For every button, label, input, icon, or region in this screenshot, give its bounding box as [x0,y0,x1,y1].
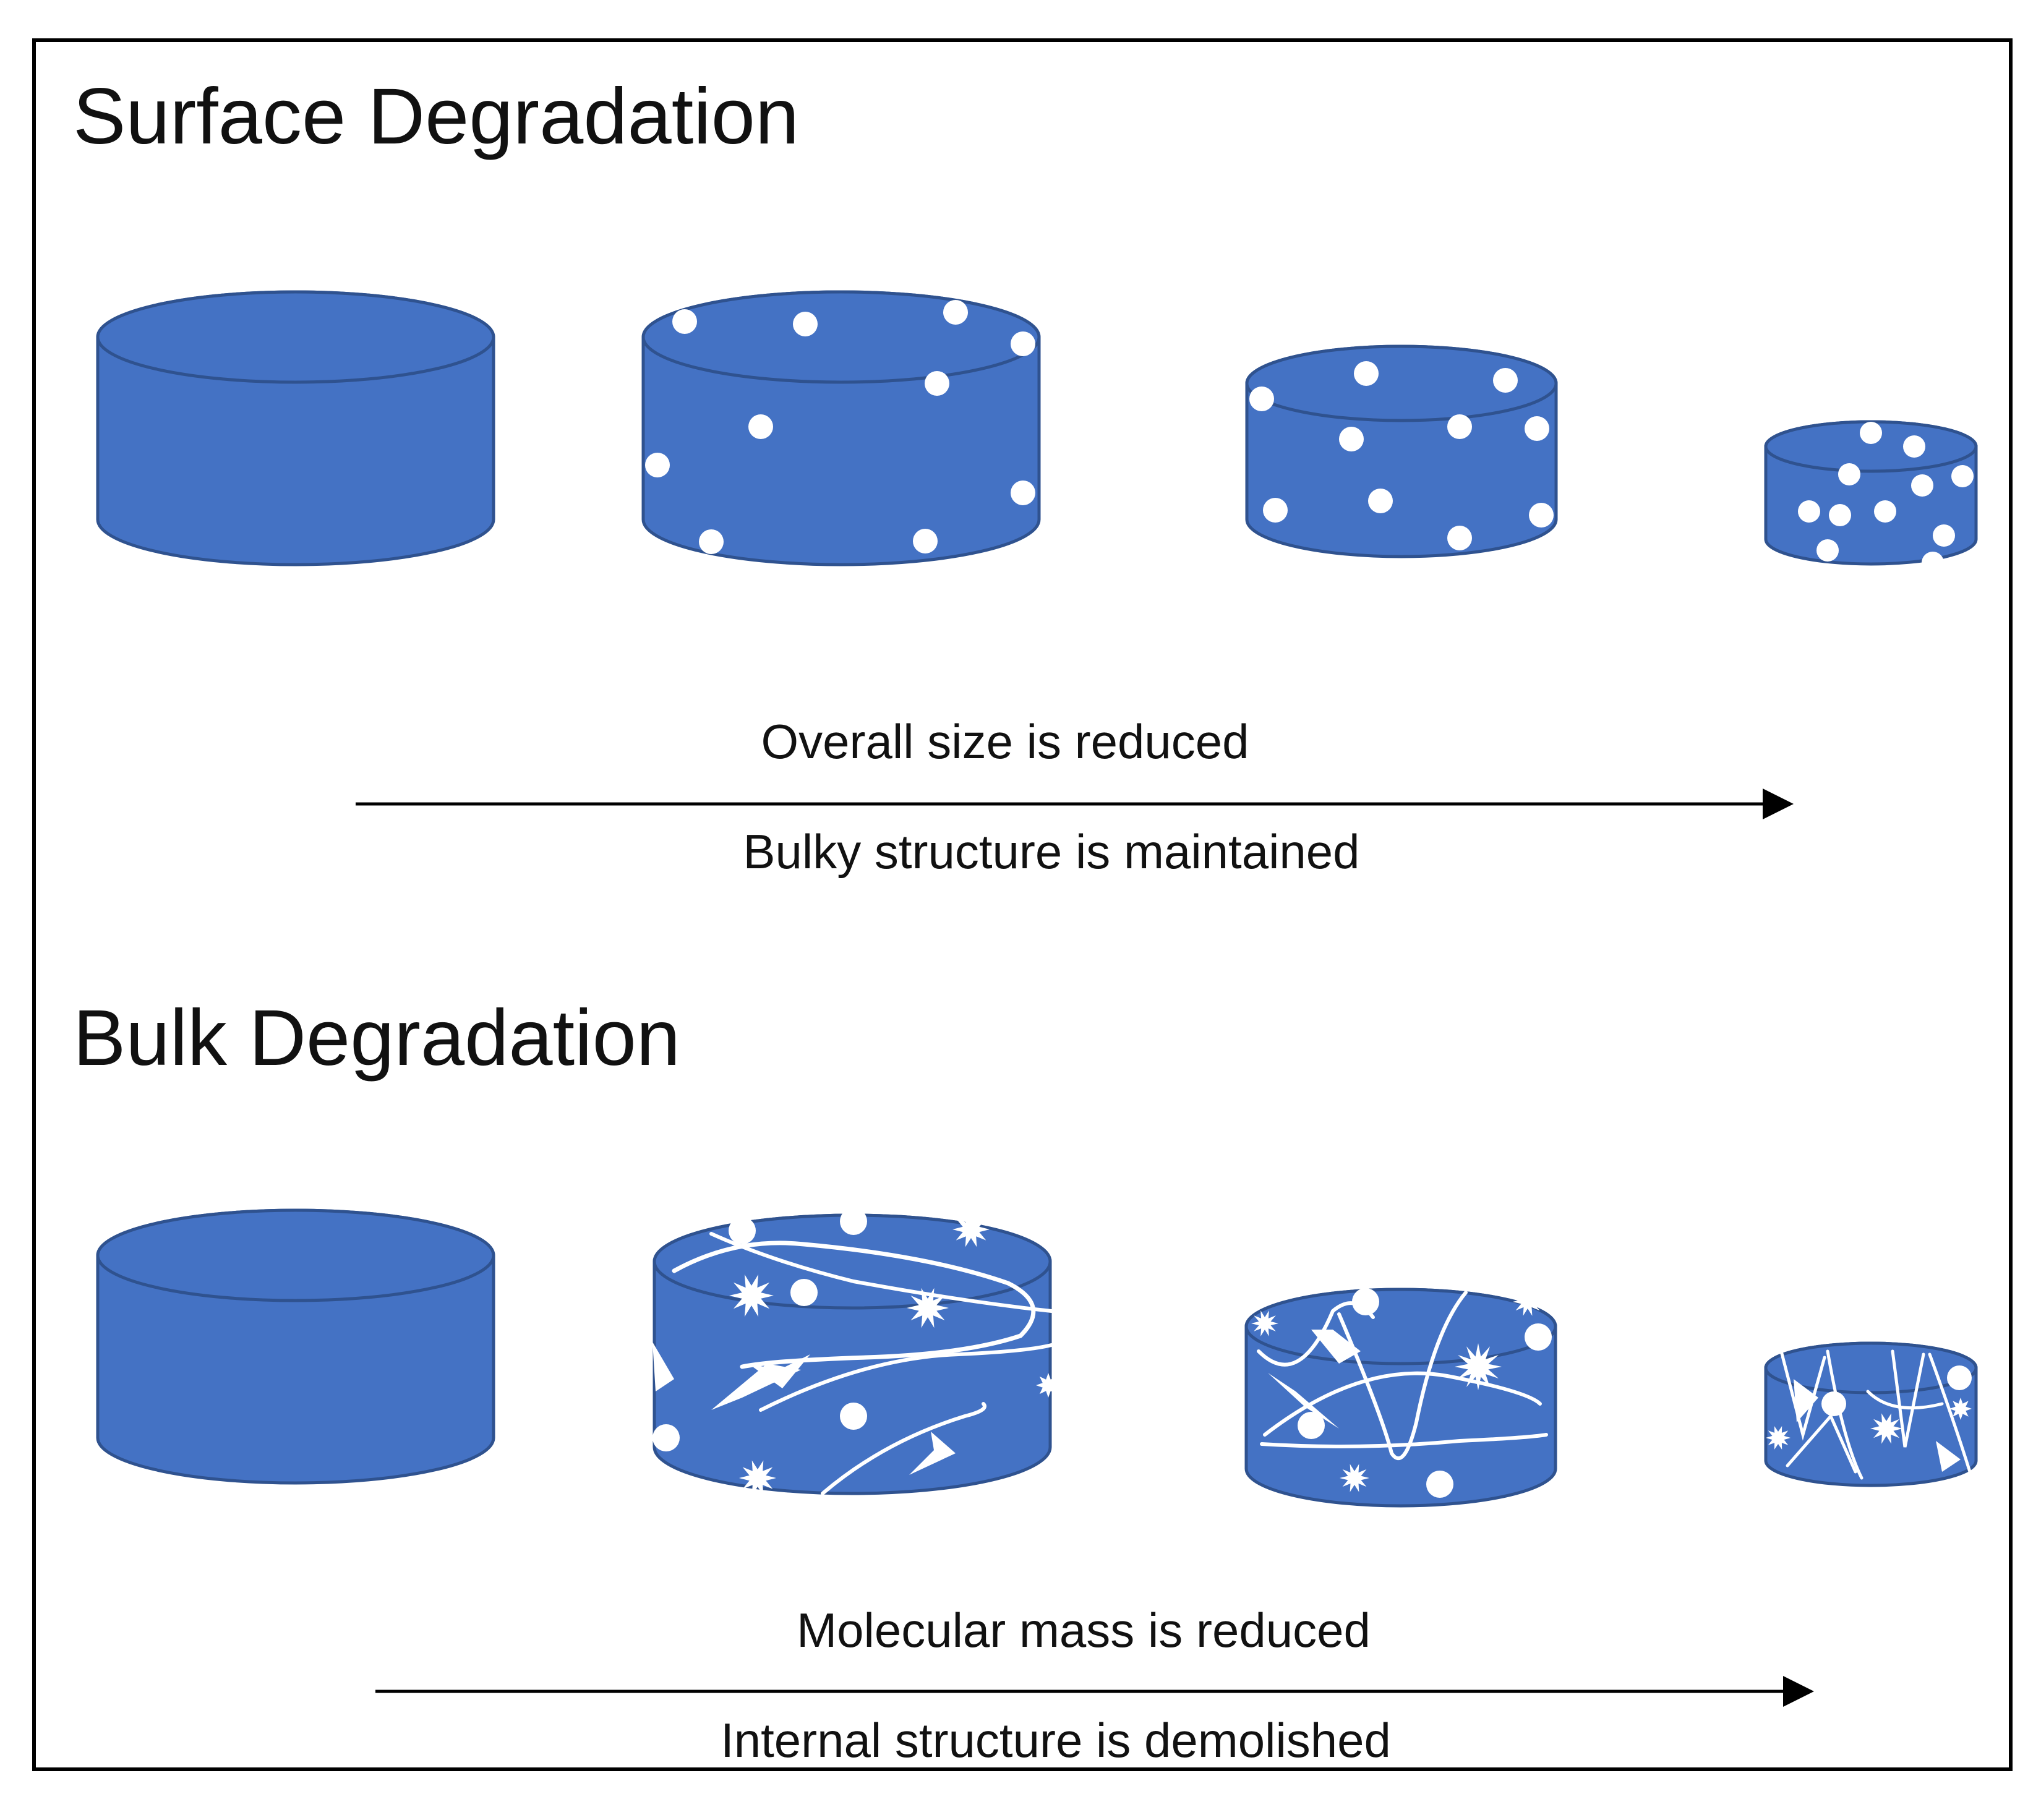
pore-dot [699,529,724,554]
fracture-burst [1949,1398,1972,1420]
pore-dot [1249,387,1274,411]
pore-dot [1447,526,1472,550]
pore-dot [1011,481,1035,505]
fracture-shard [1936,1441,1961,1472]
pore-dot [1298,1412,1325,1439]
pore-dot [1798,500,1820,523]
pore-dot [1947,1365,1972,1390]
pore-dot [925,371,949,396]
fracture-burst [1870,1413,1902,1444]
pore-dot [1493,368,1518,393]
bulk-caption-top: Molecular mass is reduced [797,1603,1371,1657]
pore-dot [1874,500,1896,523]
pore-dot [1525,416,1549,441]
fracture-line [1866,1390,1944,1410]
surface-caption-bottom: Bulky structure is maintained [743,824,1360,879]
pore-dot [1860,422,1882,444]
cylinder-top [1244,1288,1557,1365]
pore-dot [793,312,818,336]
surface-degradation-title: Surface Degradation [73,72,800,161]
pore-dot [1816,539,1839,562]
surface-caption-top: Overall size is reduced [761,714,1249,769]
bulk-stage-4-cylinder [1764,1341,1978,1487]
bulk-caption-bottom: Internal structure is demolished [721,1713,1391,1767]
fracture-shard [1311,1330,1361,1364]
pore-dot [840,1403,867,1430]
fracture-line [759,1343,1053,1412]
fracture-burst [739,1460,776,1496]
fracture-shard [909,1432,956,1475]
pore-dot [840,1208,867,1235]
pore-dot [1529,503,1554,528]
figure-frame [32,38,2013,1771]
bulk-degradation-title: Bulk Degradation [73,994,680,1082]
fracture-line [821,1402,986,1495]
pore-dot [1011,331,1035,356]
pore-dot [1829,504,1851,526]
pore-dot [653,1424,680,1451]
fracture-line [709,1232,1053,1313]
fracture-line [1260,1433,1548,1448]
pore-dot [1933,524,1955,547]
fracture-burst [1340,1464,1369,1492]
pore-dot [1426,1471,1453,1498]
fracture-burst [1766,1426,1791,1450]
fracture-line [1786,1413,1857,1474]
fracture-line [1928,1352,1972,1474]
pore-dot [1951,465,1974,487]
surface-stage-4-cylinder [1764,420,1978,574]
pore-dot [1368,489,1393,513]
pore-dot [729,1217,756,1244]
bulk-stage-2-cylinder [653,1208,1061,1496]
fracture-burst [907,1288,949,1328]
pore-dot [790,1279,818,1306]
cylinder-top [96,1208,495,1302]
pore-dot [1821,1391,1846,1416]
pore-dot [913,529,938,553]
bulk-stage-3-cylinder [1244,1288,1557,1508]
cylinder-top [1245,344,1558,422]
pore-dot [748,414,773,439]
bulk-stage-1-cylinder [96,1208,495,1485]
cylinder-top [641,290,1041,384]
fracture-shard [748,1354,810,1388]
fracture-line [672,1241,1036,1369]
pore-dot [1838,463,1860,485]
pore-dot [943,300,968,325]
fracture-line [1337,1291,1468,1461]
surface-stage-3-cylinder [1245,344,1558,558]
fracture-line [1826,1349,1863,1480]
fracture-line [1779,1349,1826,1441]
fracture-burst [1036,1373,1061,1398]
fracture-shard [1268,1373,1339,1429]
surface-stage-2-cylinder [641,290,1041,566]
pore-dot [1911,474,1933,497]
fracture-line [1891,1349,1925,1448]
pore-dot [1525,1323,1552,1351]
pore-dot [1354,361,1379,386]
fracture-burst [952,1211,990,1247]
pore-dot [1447,414,1472,439]
cylinder-top [96,290,495,384]
pore-dot [1903,435,1925,458]
pore-dot [1922,552,1944,574]
surface-stage-1-cylinder [96,290,495,566]
fracture-burst [729,1274,774,1317]
fracture-burst [1251,1310,1278,1336]
fracture-shard [1794,1379,1818,1422]
pore-dot [1263,498,1288,523]
fracture-shard [653,1342,674,1391]
fracture-burst [1513,1288,1543,1316]
pore-dot [645,453,670,477]
fracture-line [1257,1301,1375,1367]
fracture-burst [1455,1343,1502,1390]
pore-dot [672,309,697,334]
pore-dot [1339,427,1364,451]
pore-dot [1352,1288,1379,1315]
